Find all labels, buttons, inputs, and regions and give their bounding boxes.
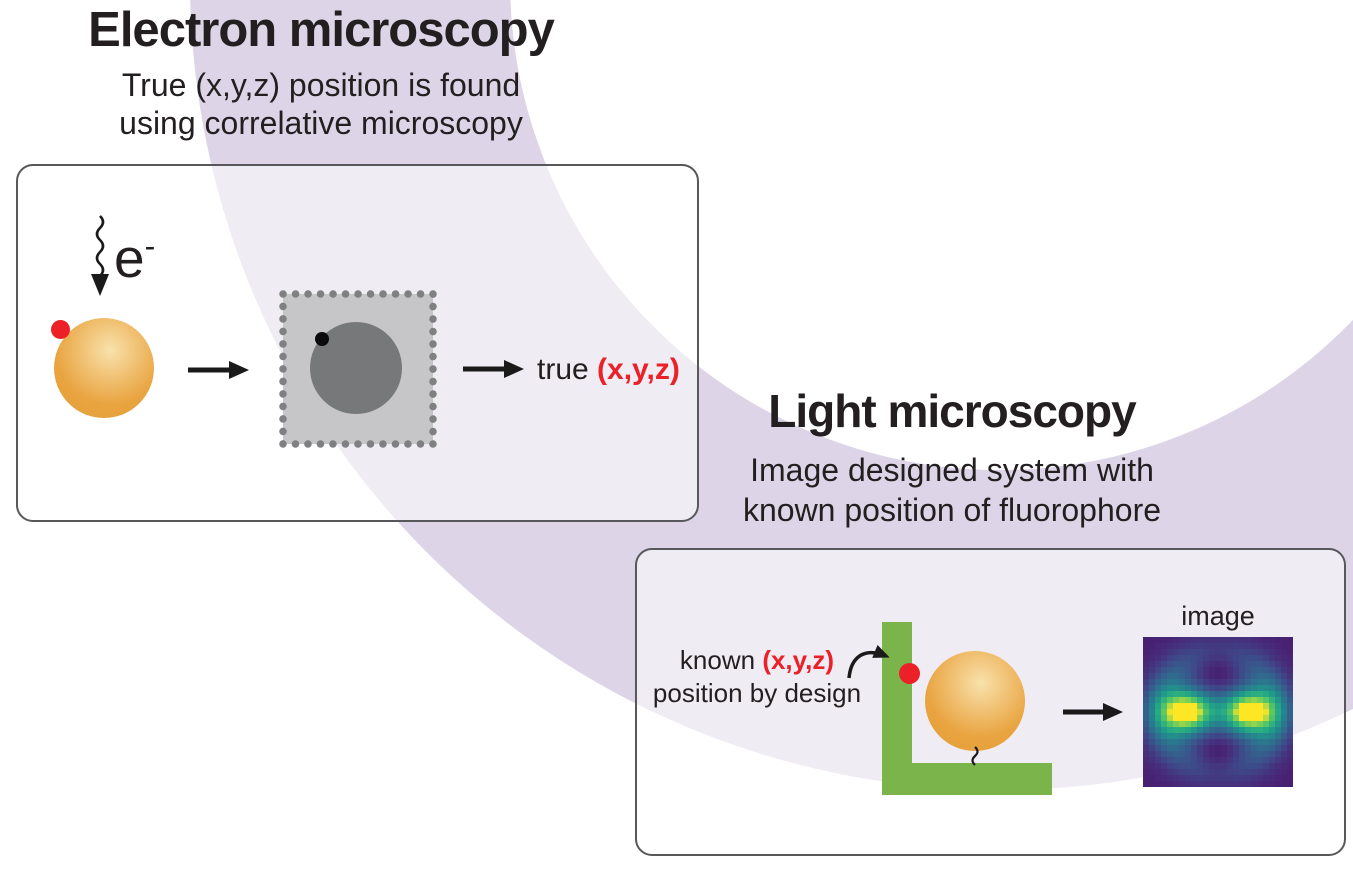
em-fluorophore-dot	[51, 320, 70, 339]
electron-label: e-	[114, 218, 155, 286]
lm-subtitle: Image designed system with known positio…	[652, 450, 1252, 530]
known-line2: position by design	[652, 678, 862, 708]
em-subtitle-line1: True (x,y,z) position is found	[121, 67, 521, 103]
lm-fluorophore-dot	[899, 663, 920, 684]
green-mount-horizontal-bar	[882, 763, 1052, 795]
psf-image	[1143, 637, 1293, 787]
em-title: Electron microscopy	[88, 3, 555, 57]
known-line1: known (x,y,z)	[627, 644, 887, 677]
electron-symbol: e	[114, 227, 145, 289]
psf-image-label: image	[1181, 601, 1255, 631]
result-label: true	[537, 353, 598, 386]
em-subtitle-line2: using correlative microscopy	[119, 105, 523, 141]
known-coordinates: (x,y,z)	[762, 645, 835, 675]
lm-subtitle-line1: Image designed system with	[750, 452, 1154, 488]
result-coordinates: (x,y,z)	[597, 353, 680, 386]
lm-known-position-text: known (x,y,z) position by design	[627, 644, 887, 710]
electron-charge-superscript: -	[144, 228, 156, 264]
lm-nanoparticle-sphere	[925, 651, 1025, 751]
known-label: known	[679, 645, 763, 675]
lm-title: Light microscopy	[768, 385, 1136, 437]
lm-subtitle-line2: known position of fluorophore	[742, 492, 1162, 528]
em-nanoparticle-sphere	[54, 318, 154, 418]
em-subtitle: True (x,y,z) position is found using cor…	[21, 66, 621, 142]
em-result-text: true (x,y,z)	[537, 353, 680, 387]
